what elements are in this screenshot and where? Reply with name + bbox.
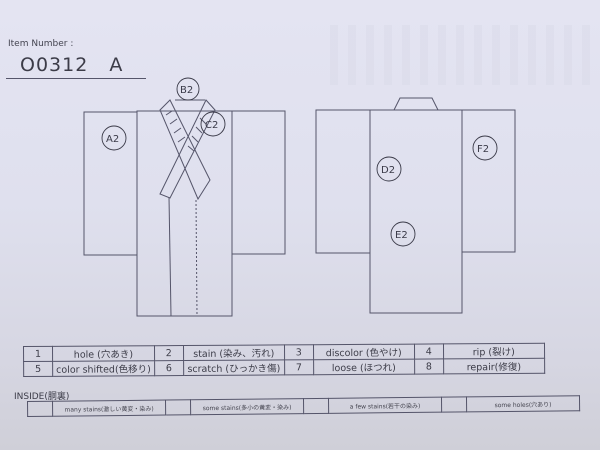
mark-c2: C2 [205, 120, 218, 131]
mark-d2: D2 [381, 165, 395, 176]
inside-checkbox[interactable] [27, 401, 53, 417]
legend-label: stain (染み、汚れ) [183, 344, 285, 361]
back-collar [393, 97, 439, 111]
inside-checkbox[interactable] [441, 396, 467, 413]
legend-label: rip (裂け) [443, 343, 545, 359]
legend-number: 2 [154, 345, 184, 361]
front-right-sleeve [231, 110, 286, 255]
bleed-through-text [330, 25, 600, 85]
mark-a2: A2 [106, 134, 119, 145]
item-number-label: Item Number : [8, 39, 74, 49]
legend-number: 5 [23, 361, 53, 377]
kimono-back-view [315, 97, 516, 314]
back-right-sleeve [461, 109, 516, 253]
inside-option-label: a few stains(若干の染み) [328, 397, 442, 414]
legend-row: 5 color shifted(色移り) 6 scratch (ひっかき傷) 7… [23, 358, 545, 377]
legend-number: 4 [414, 343, 444, 360]
legend-number: 1 [23, 346, 53, 362]
kimono-front-view [83, 99, 286, 317]
legend-label: color shifted(色移り) [52, 360, 155, 377]
inside-option-label: many stains(激しい黄変・染み) [52, 400, 166, 417]
legend-number: 7 [284, 359, 314, 375]
back-body [369, 109, 463, 314]
legend-number: 8 [414, 358, 444, 375]
item-number-underline [6, 78, 146, 79]
mark-f2: F2 [477, 144, 489, 155]
legend-number: 3 [284, 344, 314, 360]
kimono-diagram: A2 B2 C2 D2 E2 F2 [83, 77, 516, 317]
legend-label: repair(修復) [443, 358, 545, 374]
legend-label: scratch (ひっかき傷) [183, 359, 285, 376]
inside-checkbox[interactable] [303, 398, 329, 414]
legend-label: discolor (色やけ) [313, 344, 415, 360]
back-left-sleeve [315, 109, 371, 254]
inside-section-title: INSIDE(胴裏) [14, 392, 70, 402]
inside-option-label: some holes(穴あり) [466, 395, 580, 412]
mark-e2: E2 [395, 230, 408, 241]
inside-checkbox[interactable] [165, 399, 191, 416]
mark-b2: B2 [180, 85, 193, 96]
item-number-value: O0312 A [20, 54, 124, 76]
inside-condition-table: many stains(激しい黄変・染み) some stains(多小の黄変・… [27, 395, 580, 417]
damage-legend-table: 1 hole (穴あき) 2 stain (染み、汚れ) 3 discolor … [23, 343, 545, 377]
legend-label: hole (穴あき) [52, 345, 155, 362]
inside-row: many stains(激しい黄変・染み) some stains(多小の黄変・… [27, 395, 580, 417]
legend-label: loose (ほつれ) [313, 359, 415, 375]
inside-option-label: some stains(多小の黄変・染み) [190, 398, 304, 415]
legend-number: 6 [154, 360, 184, 376]
front-body [136, 110, 233, 317]
